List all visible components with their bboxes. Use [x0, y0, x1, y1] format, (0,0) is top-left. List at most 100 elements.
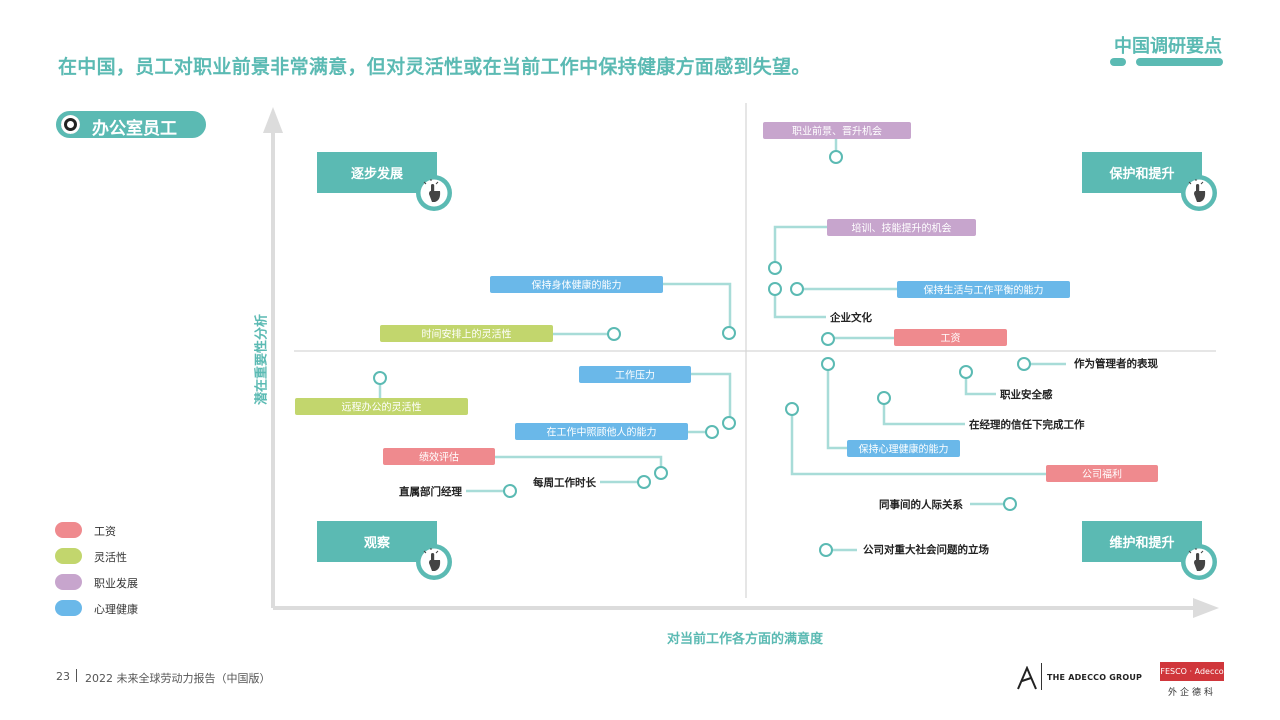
factor-label: 工作压力	[615, 369, 655, 382]
factor-label: 保持身体健康的能力	[532, 279, 622, 292]
quadrant-box	[1082, 152, 1202, 193]
data-point	[722, 416, 736, 430]
hand-pointer-icon	[423, 548, 439, 554]
legend-item-wellbeing: 心理健康	[55, 600, 195, 626]
hand-pointer-icon	[423, 179, 439, 185]
quadrant-box	[317, 152, 437, 193]
legend: 工资 灵活性 职业发展 心理健康	[55, 522, 195, 626]
data-point	[1017, 357, 1031, 371]
data-point	[607, 327, 621, 341]
factor-pill	[897, 281, 1070, 298]
factor-pill	[847, 440, 960, 457]
legend-item-flexibility: 灵活性	[55, 548, 195, 574]
adecco-group-logo: THE ADECCO GROUP	[1047, 673, 1143, 682]
corner-title: 中国调研要点	[1114, 36, 1222, 57]
legend-label: 心理健康	[94, 603, 138, 616]
factor-label: 职业前景、晋升机会	[792, 125, 882, 138]
legend-swatch	[55, 574, 82, 590]
footer-divider	[76, 669, 77, 682]
target-icon	[59, 113, 82, 136]
data-point	[373, 371, 387, 385]
factor-pill	[894, 329, 1007, 346]
legend-label: 职业发展	[94, 577, 138, 590]
hand-pointer-icon	[429, 190, 441, 202]
factor-label-plain: 每周工作时长	[533, 476, 596, 489]
quadrant-box	[317, 521, 437, 562]
factor-pill	[515, 423, 688, 440]
data-point	[722, 326, 736, 340]
report-title: 2022 未来全球劳动力报告（中国版）	[85, 672, 271, 685]
quadrant-box	[1082, 521, 1202, 562]
x-axis-arrow	[1193, 598, 1219, 618]
hand-pointer-icon	[1194, 559, 1206, 571]
adecco-logo-icon	[1017, 666, 1037, 690]
quadrant-label-top-left: 逐步发展	[351, 166, 404, 182]
connector-line	[773, 289, 826, 319]
data-point	[785, 402, 799, 416]
factor-label-plain: 同事间的人际关系	[879, 498, 963, 511]
connector-line	[882, 398, 965, 426]
factor-label: 公司福利	[1082, 468, 1122, 481]
y-axis-label: 潜在重要性分析	[254, 314, 270, 406]
data-point	[637, 475, 651, 489]
connector-line	[790, 409, 1046, 476]
x-axis-label: 对当前工作各方面的满意度	[666, 632, 823, 647]
connector-line	[663, 282, 732, 332]
factor-label: 绩效评估	[419, 451, 459, 464]
factor-label-plain: 直属部门经理	[399, 485, 462, 498]
data-point	[503, 484, 517, 498]
data-point	[705, 425, 719, 439]
factor-label: 时间安排上的灵活性	[422, 328, 512, 341]
connector-line	[495, 455, 663, 473]
factor-label-plain: 企业文化	[829, 311, 872, 324]
connector-line	[826, 364, 847, 450]
data-point	[768, 282, 782, 296]
legend-item-salary: 工资	[55, 522, 195, 548]
data-point	[829, 150, 843, 164]
factor-label: 远程办公的灵活性	[342, 401, 422, 414]
logo-divider	[1041, 663, 1042, 690]
factor-label-plain: 在经理的信任下完成工作	[969, 418, 1085, 431]
legend-swatch	[55, 548, 82, 564]
factor-pill	[763, 122, 911, 139]
headline: 在中国，员工对职业前景非常满意，但对灵活性或在当前工作中保持健康方面感到失望。	[58, 56, 811, 78]
factor-label: 保持生活与工作平衡的能力	[924, 284, 1044, 297]
data-point	[959, 365, 973, 379]
data-point	[768, 261, 782, 275]
legend-item-career: 职业发展	[55, 574, 195, 600]
factor-pill	[1046, 465, 1158, 482]
legend-label: 工资	[94, 525, 116, 538]
data-point	[821, 332, 835, 346]
data-point	[654, 466, 668, 480]
data-point	[790, 282, 804, 296]
hand-pointer-icon	[1188, 548, 1204, 554]
factor-label-plain: 职业安全感	[1000, 388, 1053, 401]
connector-line	[964, 372, 996, 396]
hand-pointer-icon	[1188, 179, 1204, 185]
data-point	[1003, 497, 1017, 511]
factor-label: 在工作中照顾他人的能力	[547, 426, 657, 439]
factor-pill	[827, 219, 976, 236]
y-axis-arrow	[263, 107, 283, 133]
quadrant-label-top-right: 保护和提升	[1108, 166, 1174, 182]
corner-bar-short	[1110, 58, 1126, 66]
factor-pill	[490, 276, 663, 293]
factor-pill	[295, 398, 468, 415]
factor-label: 工资	[941, 333, 961, 345]
factor-pill	[380, 325, 553, 342]
segment-label: 办公室员工	[92, 119, 177, 139]
hand-pointer-icon	[1194, 190, 1206, 202]
hand-pointer-icon	[429, 559, 441, 571]
corner-bar-long	[1136, 58, 1223, 66]
factor-label: 培训、技能提升的机会	[852, 222, 952, 235]
legend-swatch	[55, 600, 82, 616]
factor-label-plain: 作为管理者的表现	[1074, 357, 1158, 370]
data-point	[821, 357, 835, 371]
factor-pill	[579, 366, 691, 383]
factor-label-plain: 公司对重大社会问题的立场	[863, 543, 989, 556]
page-number: 23	[56, 670, 70, 683]
connector-line	[773, 225, 827, 268]
quadrant-label-bottom-left: 观察	[364, 535, 391, 551]
fesco-adecco-subtitle: 外企德科	[1167, 688, 1216, 698]
